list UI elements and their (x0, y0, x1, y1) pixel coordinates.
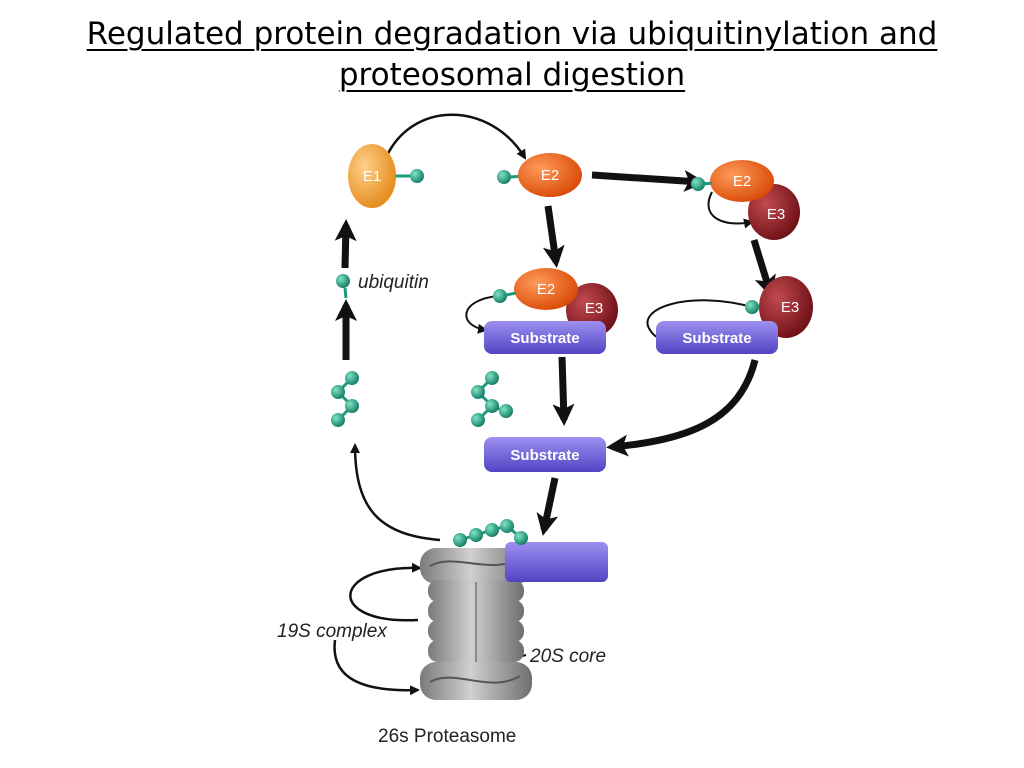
arrow-ubiquitin-to-e1 (334, 219, 357, 269)
arrow-e1-to-e2 (383, 113, 527, 161)
title-line-1: Regulated protein degradation via ubiqui… (86, 16, 938, 52)
arrow-recycle-ubiquitin (350, 443, 441, 542)
polyubiquitin-chain-proteasome (453, 519, 528, 547)
arrow-e2-to-e2e3-right (591, 169, 706, 192)
ubiquitin-icon (336, 274, 350, 288)
e2-enzyme-mid (514, 268, 578, 310)
e3-right-label: E3 (767, 206, 785, 223)
proteasome-26s-label: 26s Proteasome (378, 726, 516, 747)
arrow-substrate-to-proteasome (536, 477, 559, 536)
e1-enzyme (348, 144, 396, 208)
e2-enzyme-right (710, 160, 774, 202)
core-20s-label: 20S core (529, 646, 606, 667)
e2-mid-label: E2 (537, 281, 555, 298)
arrow-substrate-mid-down (552, 356, 575, 426)
substrate-bottom-label: Substrate (510, 447, 579, 464)
e3-enzyme-right (748, 184, 800, 240)
slide-title: Regulated protein degradation via ubiqui… (0, 14, 1024, 96)
title-line-2: proteosomal digestion (338, 57, 686, 93)
complex-19s-label: 19S complex (277, 621, 388, 642)
e1-label: E1 (363, 168, 381, 185)
substrate-mid-label: Substrate (510, 330, 579, 347)
e3-far-label: E3 (781, 299, 799, 316)
polyubiquitin-chain-mid (471, 371, 513, 427)
e2-top-label: E2 (541, 167, 559, 184)
arrow-e3-right-down (750, 238, 776, 298)
e3-mid-label: E3 (585, 300, 603, 317)
arrow-substrate-right-curve (606, 359, 759, 457)
substrate-box-right (656, 321, 778, 354)
ubiquitin-icon (410, 169, 424, 183)
ubiquitin-icon (493, 289, 507, 303)
arrow-19s-top (349, 562, 422, 622)
arrow-transfer-e2-substrate-mid (465, 295, 499, 334)
substrate-right-label: Substrate (682, 330, 751, 347)
substrate-box-mid (484, 321, 606, 354)
e2-right-label: E2 (733, 173, 751, 190)
ubiquitin-label: ubiquitin (358, 272, 429, 293)
substrate-entering-proteasome (505, 542, 608, 582)
proteasome-26s (420, 548, 532, 700)
arrow-transfer-e2-e3-right (707, 191, 754, 229)
polyubiquitin-chain-left (331, 371, 359, 427)
arrow-19s-bottom (333, 639, 420, 696)
substrate-box-bottom (484, 437, 606, 472)
ubiquitin-icon (497, 170, 511, 184)
e2-enzyme-top (518, 153, 582, 197)
arrow-e2-down (542, 205, 565, 268)
ubiquitin-icon (691, 177, 705, 191)
ubiquitin-icon (745, 300, 759, 314)
